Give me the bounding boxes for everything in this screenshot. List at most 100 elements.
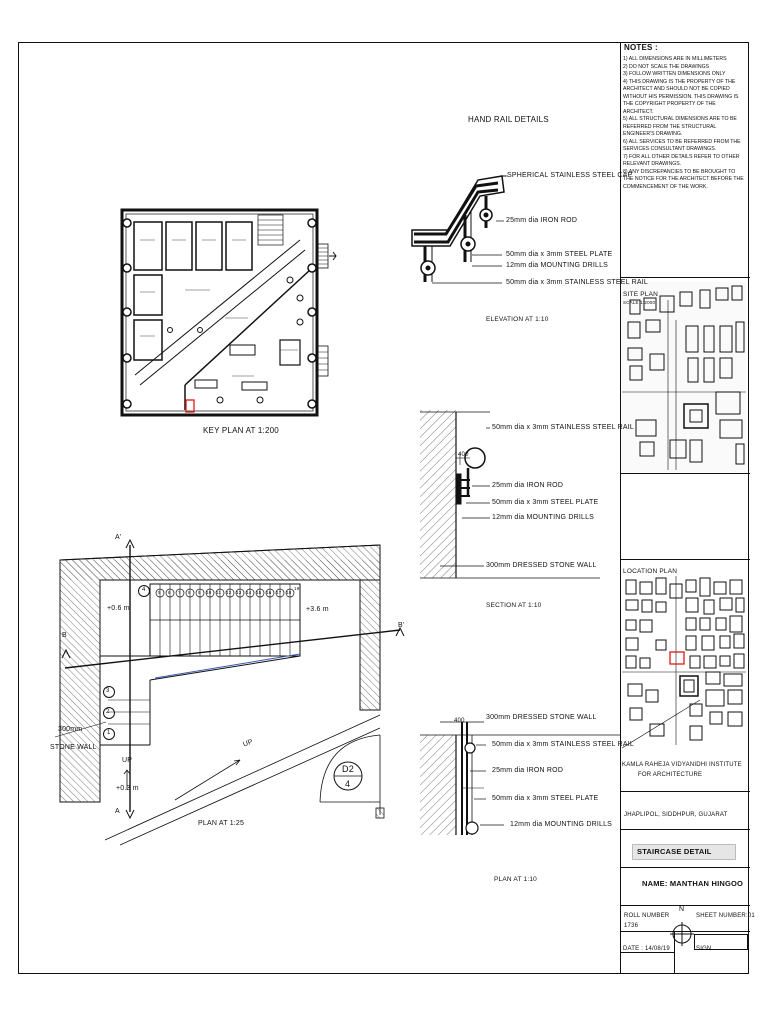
plan10-label: PLAN AT 1:10 — [494, 876, 537, 883]
date: DATE : 14/08/19 — [623, 946, 670, 952]
key-plan-drawing — [120, 208, 337, 417]
step-number: 6 — [168, 590, 171, 595]
location-plan-map — [621, 576, 746, 749]
plan25-drawing — [54, 538, 405, 846]
step-number: 14 — [246, 590, 252, 595]
date-divider — [621, 952, 674, 953]
location-plan-label: LOCATION PLAN — [623, 568, 678, 575]
wall-label: 300mm — [58, 726, 83, 733]
up-label: UP — [122, 757, 133, 764]
site-plan-label: SITE PLAN — [623, 291, 659, 298]
step-number: 15 — [256, 590, 262, 595]
level-marker: +3.6 m — [306, 606, 329, 613]
section-marker-a: A — [115, 808, 120, 815]
section-marker-b: B — [62, 632, 67, 639]
site-plan-map — [622, 282, 746, 472]
section-callout: 300mm DRESSED STONE WALL — [486, 562, 597, 569]
plan10-callout: 12mm dia MOUNTING DRILLS — [510, 821, 613, 828]
north-label: N — [679, 906, 685, 913]
sheet-title: STAIRCASE DETAIL — [637, 847, 712, 856]
step-number: 8 — [188, 590, 191, 595]
address-panel — [621, 830, 750, 868]
step-number: 7 — [178, 590, 181, 595]
note-item: 2) DO NOT SCALE THE DRAWINGS — [623, 63, 710, 70]
roll-number-value: 1736 — [624, 923, 639, 929]
plan10-callout: 300mm DRESSED STONE WALL — [486, 714, 597, 721]
step-number: 11 — [216, 590, 222, 595]
sheet-number-box — [694, 934, 748, 950]
location-plan-highlight — [669, 651, 685, 665]
section-callout: 12mm dia MOUNTING DRILLS — [492, 514, 595, 521]
notes-panel — [621, 42, 750, 278]
step-number: 3 — [106, 688, 110, 694]
site-plan-panel — [621, 278, 750, 474]
step-number: 13 — [236, 590, 242, 595]
step-number: 16 — [266, 590, 272, 595]
title-block — [620, 42, 750, 974]
institute-name-line2: FOR ARCHITECTURE — [638, 772, 703, 778]
elevation-callout: SPHERICAL STAINLESS STEEL CAP — [507, 172, 633, 179]
key-plan-label: KEY PLAN AT 1:200 — [203, 426, 279, 435]
step-number: 10 — [206, 590, 212, 595]
handrail-details-title: HAND RAIL DETAILS — [468, 115, 549, 124]
elevation-callout: 12mm dia MOUNTING DRILLS — [506, 262, 609, 269]
sheet-number: SHEET NUMBER:01 — [696, 913, 755, 919]
step-number: 5 — [158, 590, 161, 595]
name-panel — [621, 906, 750, 932]
plan10-callout: 50mm dia x 3mm STEEL PLATE — [492, 795, 599, 802]
address: JHAPLIPOL, SIDDHPUR, GUJARAT — [624, 812, 728, 818]
student-name: NAME: MANTHAN HINGOO — [642, 879, 744, 888]
section-callout: 50mm dia x 3mm STEEL PLATE — [492, 499, 599, 506]
level-marker: +0.6 m — [107, 605, 130, 612]
location-plan-panel — [621, 560, 750, 792]
sign-label: SIGN — [696, 946, 712, 952]
step-number: 4 — [142, 587, 146, 593]
note-item: 5) ALL STRUCTURAL DIMENSIONS ARE TO BE R… — [623, 116, 737, 137]
step-number: 12 — [226, 590, 232, 595]
note-item: 1) ALL DIMENSIONS ARE IN MILLIMETERS — [623, 56, 727, 62]
institute-panel — [621, 792, 750, 830]
step-number: 19 — [294, 586, 300, 591]
step-number: 17 — [276, 590, 282, 595]
site-plan-scale: SCALE 1:2000 — [623, 300, 656, 305]
note-item: 7) FOR ALL OTHER DETAILS REFER TO OTHER … — [623, 153, 740, 168]
sheet-title-panel — [621, 868, 750, 906]
notes-list: 1) ALL DIMENSIONS ARE IN MILLIMETERS 2) … — [623, 56, 745, 191]
section-label: SECTION AT 1:10 — [486, 602, 542, 609]
section-callout: 25mm dia IRON ROD — [492, 482, 564, 489]
elevation-callout: 25mm dia IRON ROD — [506, 217, 578, 224]
notes-heading: NOTES : — [624, 43, 658, 52]
section-marker-a-prime: A' — [115, 534, 122, 541]
dimension-label: 400 — [458, 452, 469, 458]
section-drawing — [420, 410, 600, 579]
elevation-drawing — [411, 175, 508, 284]
elevation-label: ELEVATION AT 1:10 — [486, 316, 549, 323]
door-tag: 4 — [345, 779, 351, 789]
note-item: 3) FOLLOW WRITTEN DIMENSIONS ONLY — [623, 71, 726, 77]
roll-divider — [674, 932, 675, 974]
level-marker: +0.3 m — [116, 785, 139, 792]
step-number: 2 — [106, 709, 110, 715]
sheet-title-bar — [632, 844, 736, 860]
wall-label: STONE WALL — [50, 744, 97, 751]
dimension-label: 400 — [454, 718, 465, 724]
blank-panel — [621, 474, 750, 560]
step-number: 9 — [198, 590, 201, 595]
door-tag: D2 — [342, 764, 354, 774]
step-number: 18 — [286, 590, 292, 595]
roll-number-label: ROLL NUMBER — [624, 913, 670, 919]
elevation-callout: 50mm dia x 3mm STAINLESS STEEL RAIL — [506, 279, 648, 286]
plan10-callout: 25mm dia IRON ROD — [492, 767, 564, 774]
section-callout: 50mm dia x 3mm STAINLESS STEEL RAIL — [492, 424, 634, 431]
plan25-label: PLAN AT 1:25 — [198, 820, 245, 827]
drawing-sheet-border — [18, 42, 749, 974]
section-marker-b-prime: B' — [398, 622, 405, 629]
note-item: 8) ANY DISCREPANCIES TO BE BROUGHT TO TH… — [623, 168, 744, 190]
note-item: 4) THIS DRAWING IS THE PROPERTY OF THE A… — [623, 78, 739, 115]
elevation-callout: 50mm dia x 3mm STEEL PLATE — [506, 251, 613, 258]
plan10-callout: 50mm dia x 3mm STAINLESS STEEL RAIL — [492, 741, 634, 748]
step-number: 1 — [107, 730, 111, 736]
plan10-drawing — [420, 721, 620, 835]
key-plan-highlight — [185, 399, 195, 413]
